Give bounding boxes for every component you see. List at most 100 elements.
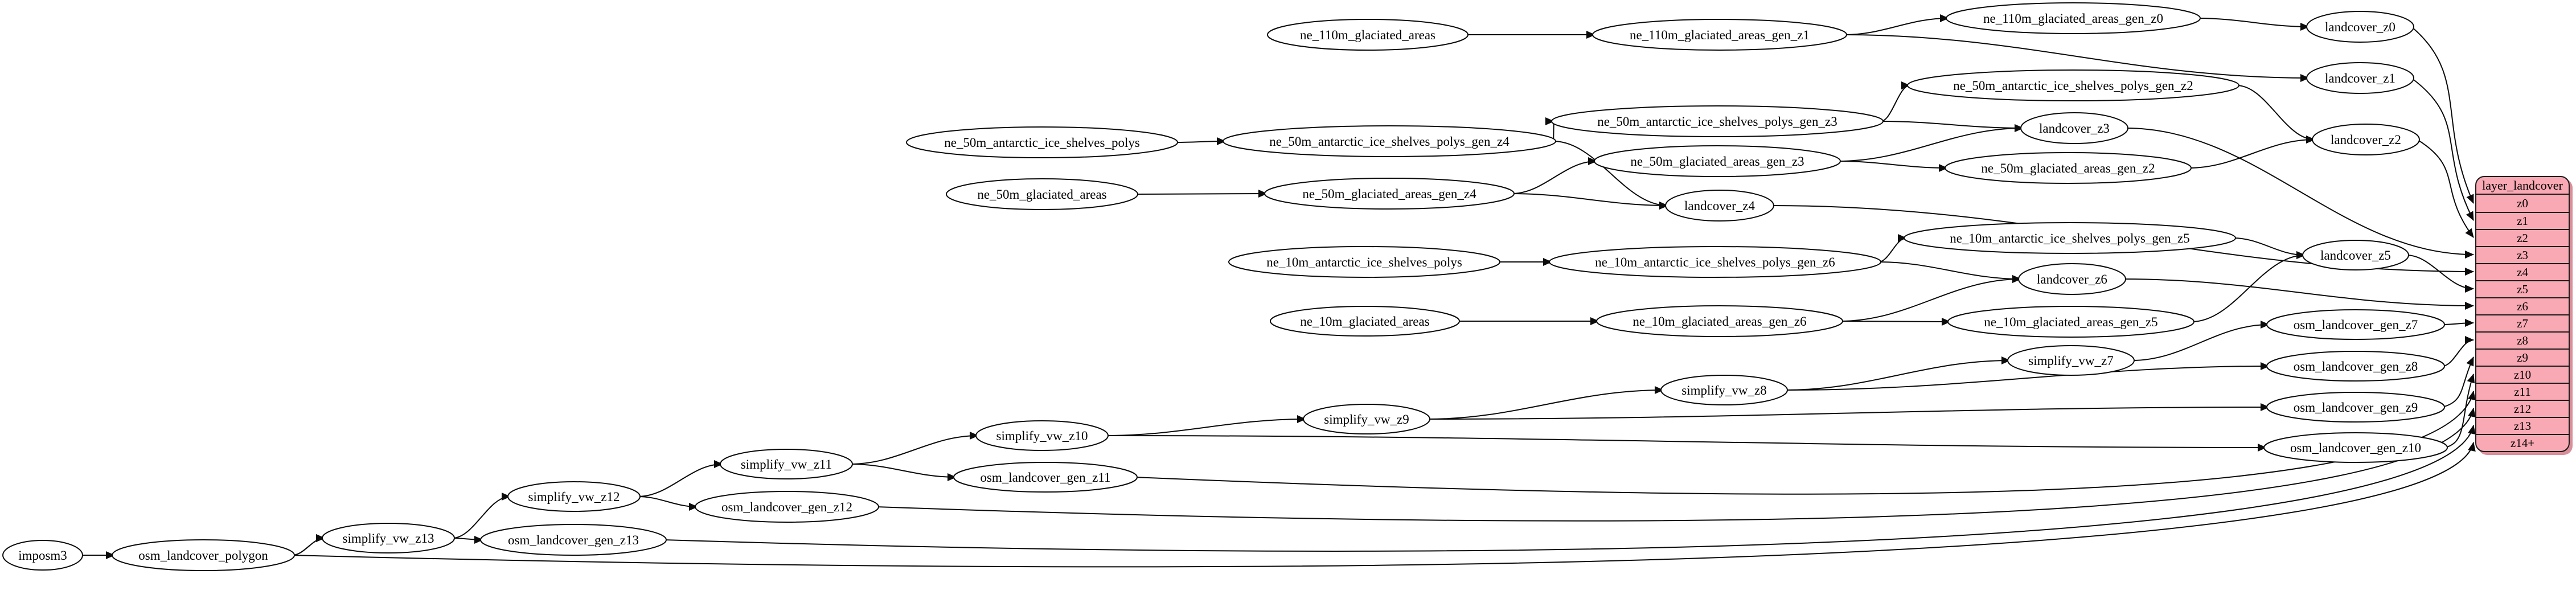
edge-ne_50m_glaciated_areas_gen_z3-to-ne_50m_glaciated_areas_gen_z2 xyxy=(1837,161,1948,172)
node-label-simplify_vw_z7: simplify_vw_z7 xyxy=(2028,354,2114,368)
node-ellipse-simplify_vw_z12 xyxy=(507,481,641,512)
edge-ne_10m_antarctic_ice_shelves_polys_gen_z6-to-landcover_z6 xyxy=(1878,261,2021,283)
node-ellipse-simplify_vw_z8 xyxy=(1660,375,1788,405)
node-ellipse-landcover_z5 xyxy=(2302,240,2409,270)
node-ellipse-landcover_z2 xyxy=(2312,124,2420,155)
edge-osm_landcover_polygon-to-simplify_vw_z13 xyxy=(292,534,325,556)
edge-ne_50m_glaciated_areas_gen_z3-to-landcover_z3 xyxy=(1837,124,2024,162)
edge-simplify_vw_z10-to-simplify_vw_z9 xyxy=(1105,415,1306,436)
edge-ne_10m_antarctic_ice_shelves_polys_gen_z6-to-ne_10m_antarctic_ice_shelves_polys_gen_z5 xyxy=(1878,234,1907,263)
node-ellipse-ne_10m_antarctic_ice_shelves_polys_gen_z5 xyxy=(1904,222,2236,254)
node-ellipse-landcover_z0 xyxy=(2306,11,2414,43)
node-ellipse-ne_10m_glaciated_areas_gen_z5 xyxy=(1947,306,2194,338)
node-label-osm_landcover_gen_z12: osm_landcover_gen_z12 xyxy=(721,500,852,514)
node-ellipse-ne_50m_glaciated_areas_gen_z2 xyxy=(1945,152,2192,184)
node-label-ne_10m_glaciated_areas_gen_z5: ne_10m_glaciated_areas_gen_z5 xyxy=(1984,315,2157,329)
node-label-ne_50m_glaciated_areas_gen_z3: ne_50m_glaciated_areas_gen_z3 xyxy=(1630,154,1804,169)
node-ellipse-osm_landcover_gen_z9 xyxy=(2266,392,2445,423)
node-ne_50m_glaciated_areas: ne_50m_glaciated_areas xyxy=(946,178,1138,210)
edge-ne_50m_antarctic_ice_shelves_polys_gen_z2-to-landcover_z2 xyxy=(2236,85,2315,143)
node-label-ne_10m_glaciated_areas: ne_10m_glaciated_areas xyxy=(1300,314,1429,329)
node-label-ne_10m_antarctic_ice_shelves_polys: ne_10m_antarctic_ice_shelves_polys xyxy=(1266,255,1462,269)
edge-simplify_vw_z7-to-osm_landcover_gen_z7 xyxy=(2131,321,2270,361)
edge-ne_110m_glaciated_areas_gen_z1-to-ne_110m_glaciated_areas_gen_z0 xyxy=(1844,14,1949,35)
node-simplify_vw_z11: simplify_vw_z11 xyxy=(720,449,853,479)
node-label-ne_110m_glaciated_areas: ne_110m_glaciated_areas xyxy=(1300,28,1435,42)
node-osm_landcover_gen_z13: osm_landcover_gen_z13 xyxy=(480,524,667,556)
edge-ne_50m_glaciated_areas_gen_z2-to-landcover_z2 xyxy=(2188,136,2315,169)
node-ellipse-ne_50m_glaciated_areas_gen_z3 xyxy=(1594,145,1841,177)
layer-row-z11: z11 xyxy=(2476,383,2569,400)
node-ne_50m_antarctic_ice_shelves_polys_gen_z4: ne_50m_antarctic_ice_shelves_polys_gen_z… xyxy=(1223,125,1556,157)
edge-ne_10m_glaciated_areas_gen_z5-to-landcover_z5 xyxy=(2191,251,2306,322)
node-ellipse-osm_landcover_polygon xyxy=(112,539,295,571)
node-label-ne_10m_glaciated_areas_gen_z6: ne_10m_glaciated_areas_gen_z6 xyxy=(1632,314,1806,329)
edge-simplify_vw_z12-to-simplify_vw_z11 xyxy=(637,460,723,497)
edge-ne_50m_glaciated_areas_gen_z4-to-ne_50m_glaciated_areas_gen_z3 xyxy=(1511,157,1597,194)
node-label-osm_landcover_gen_z10: osm_landcover_gen_z10 xyxy=(2290,441,2421,455)
node-ellipse-ne_50m_antarctic_ice_shelves_polys_gen_z4 xyxy=(1223,125,1556,157)
edge-osm_landcover_gen_z10-to-layer-z10 xyxy=(2444,374,2475,448)
node-ellipse-ne_110m_glaciated_areas_gen_z1 xyxy=(1592,19,1847,51)
node-landcover_z3: landcover_z3 xyxy=(2020,112,2128,144)
node-ne_10m_antarctic_ice_shelves_polys: ne_10m_antarctic_ice_shelves_polys xyxy=(1228,246,1500,278)
node-ellipse-imposm3 xyxy=(2,540,83,571)
node-label-simplify_vw_z12: simplify_vw_z12 xyxy=(528,490,620,504)
node-simplify_vw_z10: simplify_vw_z10 xyxy=(975,420,1109,451)
edge-ne_10m_antarctic_ice_shelves_polys_gen_z5-to-landcover_z5 xyxy=(2233,237,2306,259)
node-simplify_vw_z13: simplify_vw_z13 xyxy=(322,523,455,553)
node-ne_50m_antarctic_ice_shelves_polys_gen_z2: ne_50m_antarctic_ice_shelves_polys_gen_z… xyxy=(1907,69,2239,101)
node-label-osm_landcover_gen_z13: osm_landcover_gen_z13 xyxy=(508,533,639,547)
node-ellipse-landcover_z4 xyxy=(1665,190,1774,222)
node-landcover_z5: landcover_z5 xyxy=(2302,240,2409,270)
node-label-ne_50m_glaciated_areas_gen_z4: ne_50m_glaciated_areas_gen_z4 xyxy=(1302,187,1476,201)
edge-landcover_z1-to-layer-z1 xyxy=(2411,77,2474,221)
layer-row-z2: z2 xyxy=(2476,229,2569,246)
edge-simplify_vw_z13-to-osm_landcover_gen_z13 xyxy=(452,535,483,544)
layer-row-z1: z1 xyxy=(2476,212,2569,229)
edge-ne_10m_glaciated_areas_gen_z6-to-ne_10m_glaciated_areas_gen_z5 xyxy=(1840,317,1951,326)
node-label-osm_landcover_gen_z9: osm_landcover_gen_z9 xyxy=(2294,400,2418,415)
edge-osm_landcover_gen_z7-to-layer-z7 xyxy=(2442,319,2474,327)
layer-row-z14+: z14+ xyxy=(2476,434,2569,451)
node-ellipse-simplify_vw_z7 xyxy=(2007,345,2135,376)
node-label-ne_110m_glaciated_areas_gen_z1: ne_110m_glaciated_areas_gen_z1 xyxy=(1630,28,1810,42)
node-ne_110m_glaciated_areas_gen_z1: ne_110m_glaciated_areas_gen_z1 xyxy=(1592,19,1847,51)
layer-row-z4: z4 xyxy=(2476,263,2569,280)
edge-osm_landcover_gen_z11-to-layer-z11 xyxy=(1134,391,2476,495)
node-ellipse-simplify_vw_z11 xyxy=(720,449,853,479)
node-osm_landcover_gen_z11: osm_landcover_gen_z11 xyxy=(953,462,1138,493)
layer-row-z0: z0 xyxy=(2517,196,2528,210)
node-landcover_z2: landcover_z2 xyxy=(2312,124,2420,155)
edge-ne_50m_antarctic_ice_shelves_polys_gen_z3-to-landcover_z3 xyxy=(1880,121,2024,132)
node-osm_landcover_gen_z7: osm_landcover_gen_z7 xyxy=(2266,309,2445,340)
node-label-landcover_z5: landcover_z5 xyxy=(2320,248,2391,263)
node-simplify_vw_z9: simplify_vw_z9 xyxy=(1303,404,1430,434)
layer-row-z5: z5 xyxy=(2476,280,2569,297)
node-label-ne_50m_antarctic_ice_shelves_polys: ne_50m_antarctic_ice_shelves_polys xyxy=(944,136,1140,150)
layer-row-z12: z12 xyxy=(2476,400,2569,417)
node-ellipse-ne_10m_antarctic_ice_shelves_polys_gen_z6 xyxy=(1549,246,1881,278)
node-label-simplify_vw_z13: simplify_vw_z13 xyxy=(343,531,434,546)
node-ellipse-simplify_vw_z10 xyxy=(975,420,1109,451)
edge-simplify_vw_z10-to-osm_landcover_gen_z10 xyxy=(1105,435,2267,452)
nodes-layer: ne_110m_glaciated_areas ne_110m_glaciated… xyxy=(2,2,2448,571)
node-landcover_z6: landcover_z6 xyxy=(2018,263,2126,295)
node-ellipse-simplify_vw_z13 xyxy=(322,523,455,553)
node-simplify_vw_z7: simplify_vw_z7 xyxy=(2007,345,2135,376)
edge-ne_50m_antarctic_ice_shelves_polys_gen_z4-to-landcover_z4 xyxy=(1553,141,1668,210)
edge-ne_50m_antarctic_ice_shelves_polys_gen_z3-to-ne_50m_antarctic_ice_shelves_polys_gen_z2 xyxy=(1880,81,1910,122)
node-label-landcover_z3: landcover_z3 xyxy=(2039,121,2110,136)
node-ellipse-ne_10m_glaciated_areas xyxy=(1270,306,1460,337)
edge-osm_landcover_gen_z8-to-layer-z8 xyxy=(2442,336,2474,367)
node-label-ne_50m_glaciated_areas_gen_z2: ne_50m_glaciated_areas_gen_z2 xyxy=(1981,161,2155,175)
node-label-ne_10m_antarctic_ice_shelves_polys_gen_z6: ne_10m_antarctic_ice_shelves_polys_gen_z… xyxy=(1595,255,1835,269)
edge-simplify_vw_z8-to-osm_landcover_gen_z8 xyxy=(1785,362,2270,391)
node-landcover_z1: landcover_z1 xyxy=(2306,62,2414,94)
edges-layer xyxy=(80,14,2476,568)
edge-ne_110m_glaciated_areas_gen_z1-to-landcover_z1 xyxy=(1844,34,2310,82)
node-label-osm_landcover_gen_z7: osm_landcover_gen_z7 xyxy=(2294,318,2418,332)
layer-row-z10: z10 xyxy=(2476,366,2569,383)
node-ne_10m_glaciated_areas: ne_10m_glaciated_areas xyxy=(1270,306,1460,337)
node-label-ne_110m_glaciated_areas_gen_z0: ne_110m_glaciated_areas_gen_z0 xyxy=(1983,11,2163,26)
